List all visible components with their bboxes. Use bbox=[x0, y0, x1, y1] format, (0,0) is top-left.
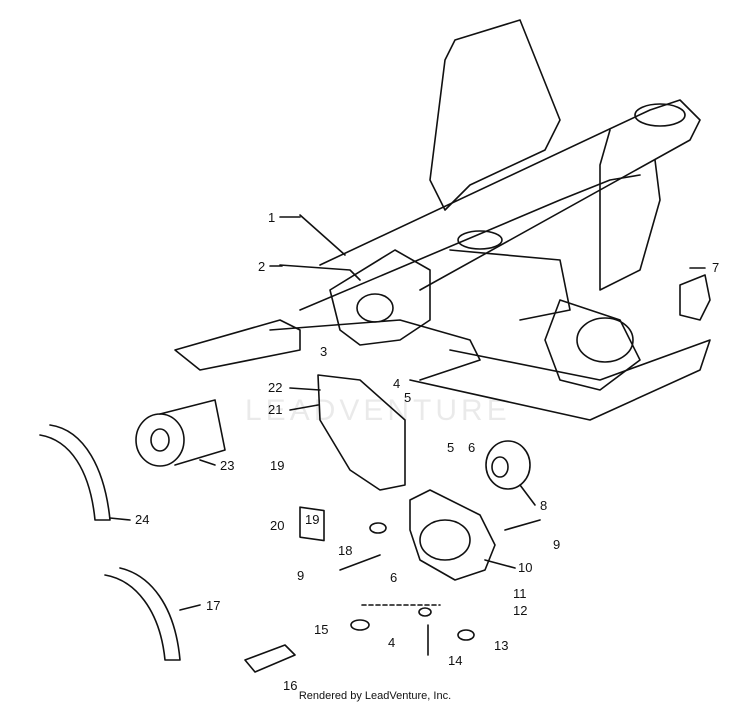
leader-8 bbox=[519, 484, 536, 506]
callout-9a: 9 bbox=[553, 537, 560, 552]
footer-credit: Rendered by LeadVenture, Inc. bbox=[298, 690, 452, 702]
frame-side-member bbox=[599, 129, 661, 291]
drive-chain-lower bbox=[104, 567, 181, 661]
decal bbox=[299, 506, 325, 542]
callout-13: 13 bbox=[494, 638, 508, 653]
callout-1: 1 bbox=[268, 210, 275, 225]
leader-10 bbox=[484, 559, 516, 569]
frame-upper-rail bbox=[319, 99, 701, 291]
callout-3: 3 bbox=[320, 344, 327, 359]
lever-2 bbox=[279, 264, 361, 281]
driven-sprocket bbox=[135, 413, 185, 467]
callout-14: 14 bbox=[448, 653, 462, 668]
watermark: LEADVENTURE bbox=[245, 394, 511, 427]
sprocket-hub bbox=[150, 428, 170, 452]
frame-rear-pad bbox=[634, 103, 686, 127]
callout-6b: 6 bbox=[390, 570, 397, 585]
callout-2: 2 bbox=[258, 259, 265, 274]
clamp-housing bbox=[409, 489, 496, 581]
drive-chain-upper bbox=[39, 424, 111, 521]
callout-5: 5 bbox=[404, 390, 411, 405]
callout-16: 16 bbox=[283, 678, 297, 693]
callout-15: 15 bbox=[314, 622, 328, 637]
callout-labels: 1 2 3 4 5 21 22 23 24 19 20 5 6 8 9 18 9… bbox=[135, 210, 719, 693]
bolt-1 bbox=[299, 214, 346, 256]
frame-base-member bbox=[409, 339, 711, 421]
callout-21: 21 bbox=[268, 402, 282, 417]
tension-roller bbox=[485, 440, 531, 490]
callout-8: 8 bbox=[540, 498, 547, 513]
callout-17: 17 bbox=[206, 598, 220, 613]
callout-5b: 5 bbox=[447, 440, 454, 455]
frame-lower-rail bbox=[299, 174, 641, 311]
washer-4 bbox=[418, 607, 432, 617]
leader-24 bbox=[109, 517, 131, 521]
callout-7: 7 bbox=[712, 260, 719, 275]
frame-round-pad bbox=[457, 230, 503, 250]
frame-front-bracket bbox=[174, 319, 301, 371]
clamp-bore bbox=[419, 519, 471, 561]
frame-tube bbox=[449, 249, 571, 321]
callout-6a: 6 bbox=[468, 440, 475, 455]
callout-9b: 9 bbox=[297, 568, 304, 583]
leader-22 bbox=[289, 387, 321, 391]
callout-19a: 19 bbox=[270, 458, 284, 473]
callout-24: 24 bbox=[135, 512, 149, 527]
frame-crankcase bbox=[544, 299, 641, 391]
callout-22: 22 bbox=[268, 380, 282, 395]
sprocket-body bbox=[159, 399, 226, 466]
frame-drive-roller bbox=[576, 317, 634, 363]
leader-23 bbox=[199, 459, 216, 466]
callout-10: 10 bbox=[518, 560, 532, 575]
callout-19b: 19 bbox=[305, 512, 319, 527]
belt-segment bbox=[679, 274, 711, 321]
callout-18: 18 bbox=[338, 543, 352, 558]
washer-15 bbox=[350, 619, 370, 631]
leader-21 bbox=[289, 404, 319, 411]
bolt-9-lower bbox=[339, 554, 381, 571]
frame-cross-member bbox=[269, 319, 481, 381]
leader-17 bbox=[179, 604, 201, 611]
bolt-9-upper bbox=[504, 519, 541, 531]
callout-11: 11 bbox=[513, 586, 527, 601]
connector-link bbox=[244, 644, 296, 673]
shield-cover bbox=[317, 374, 406, 491]
washer-13 bbox=[457, 629, 475, 641]
callout-4: 4 bbox=[393, 376, 400, 391]
front-bore bbox=[356, 293, 394, 323]
callout-23: 23 bbox=[220, 458, 234, 473]
callout-12: 12 bbox=[513, 603, 527, 618]
washer-18 bbox=[369, 522, 387, 534]
frame-upright-plate bbox=[429, 19, 561, 211]
callout-4b: 4 bbox=[388, 635, 395, 650]
roller-hub bbox=[491, 456, 509, 478]
callout-20: 20 bbox=[270, 518, 284, 533]
front-housing bbox=[329, 249, 431, 346]
